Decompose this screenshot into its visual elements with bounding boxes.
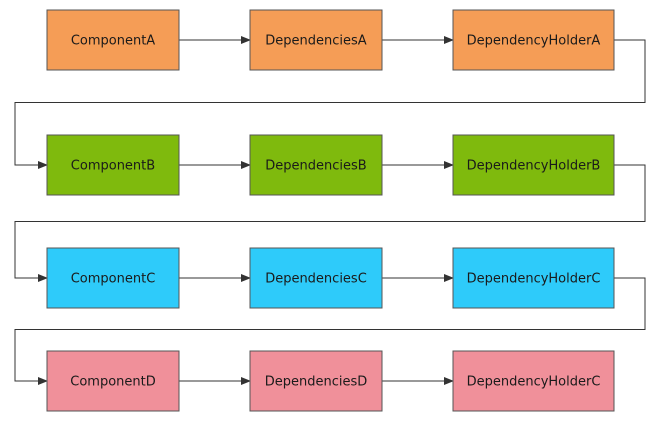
node-dependenciesc-r3: DependenciesC bbox=[249, 247, 383, 309]
node-label: DependenciesC bbox=[265, 272, 367, 287]
node-box bbox=[452, 247, 615, 309]
node-box bbox=[249, 350, 383, 412]
node-dependencyholderc-r4: DependencyHolderC bbox=[452, 350, 615, 412]
node-label: DependenciesD bbox=[265, 375, 368, 390]
node-box bbox=[249, 9, 383, 71]
node-label: ComponentB bbox=[71, 159, 155, 174]
node-box bbox=[452, 9, 615, 71]
node-componentb-r2: ComponentB bbox=[46, 134, 180, 196]
edge-wrap-row1-to-row2 bbox=[14, 39, 646, 169]
node-componentd-r4: ComponentD bbox=[46, 350, 180, 412]
node-label: DependenciesA bbox=[265, 34, 367, 49]
node-label: ComponentC bbox=[71, 272, 156, 287]
node-dependenciesa-r1: DependenciesA bbox=[249, 9, 383, 71]
node-box bbox=[452, 134, 615, 196]
edges-layer bbox=[14, 36, 646, 385]
node-componentc-r3: ComponentC bbox=[46, 247, 180, 309]
edge-wrap-row2-to-row3 bbox=[14, 164, 646, 282]
node-dependencyholdera-r1: DependencyHolderA bbox=[452, 9, 615, 71]
node-dependencyholderb-r2: DependencyHolderB bbox=[452, 134, 615, 196]
node-label: DependencyHolderB bbox=[467, 159, 601, 174]
node-label: DependencyHolderC bbox=[467, 272, 601, 287]
node-dependenciesb-r2: DependenciesB bbox=[249, 134, 383, 196]
node-label: ComponentD bbox=[70, 375, 155, 390]
node-box bbox=[46, 350, 180, 412]
node-box bbox=[46, 247, 180, 309]
node-box bbox=[249, 247, 383, 309]
node-box bbox=[46, 9, 180, 71]
node-box bbox=[249, 134, 383, 196]
node-label: DependencyHolderA bbox=[467, 34, 601, 49]
node-componenta-r1: ComponentA bbox=[46, 9, 180, 71]
node-box bbox=[452, 350, 615, 412]
node-dependenciesd-r4: DependenciesD bbox=[249, 350, 383, 412]
node-box bbox=[46, 134, 180, 196]
node-label: DependenciesB bbox=[265, 159, 366, 174]
node-dependencyholderc-r3: DependencyHolderC bbox=[452, 247, 615, 309]
node-label: DependencyHolderC bbox=[467, 375, 601, 390]
nodes-layer: ComponentA DependenciesA DependencyHolderA… bbox=[46, 9, 615, 412]
node-label: ComponentA bbox=[71, 34, 155, 49]
edge-wrap-row3-to-row4 bbox=[14, 277, 646, 385]
